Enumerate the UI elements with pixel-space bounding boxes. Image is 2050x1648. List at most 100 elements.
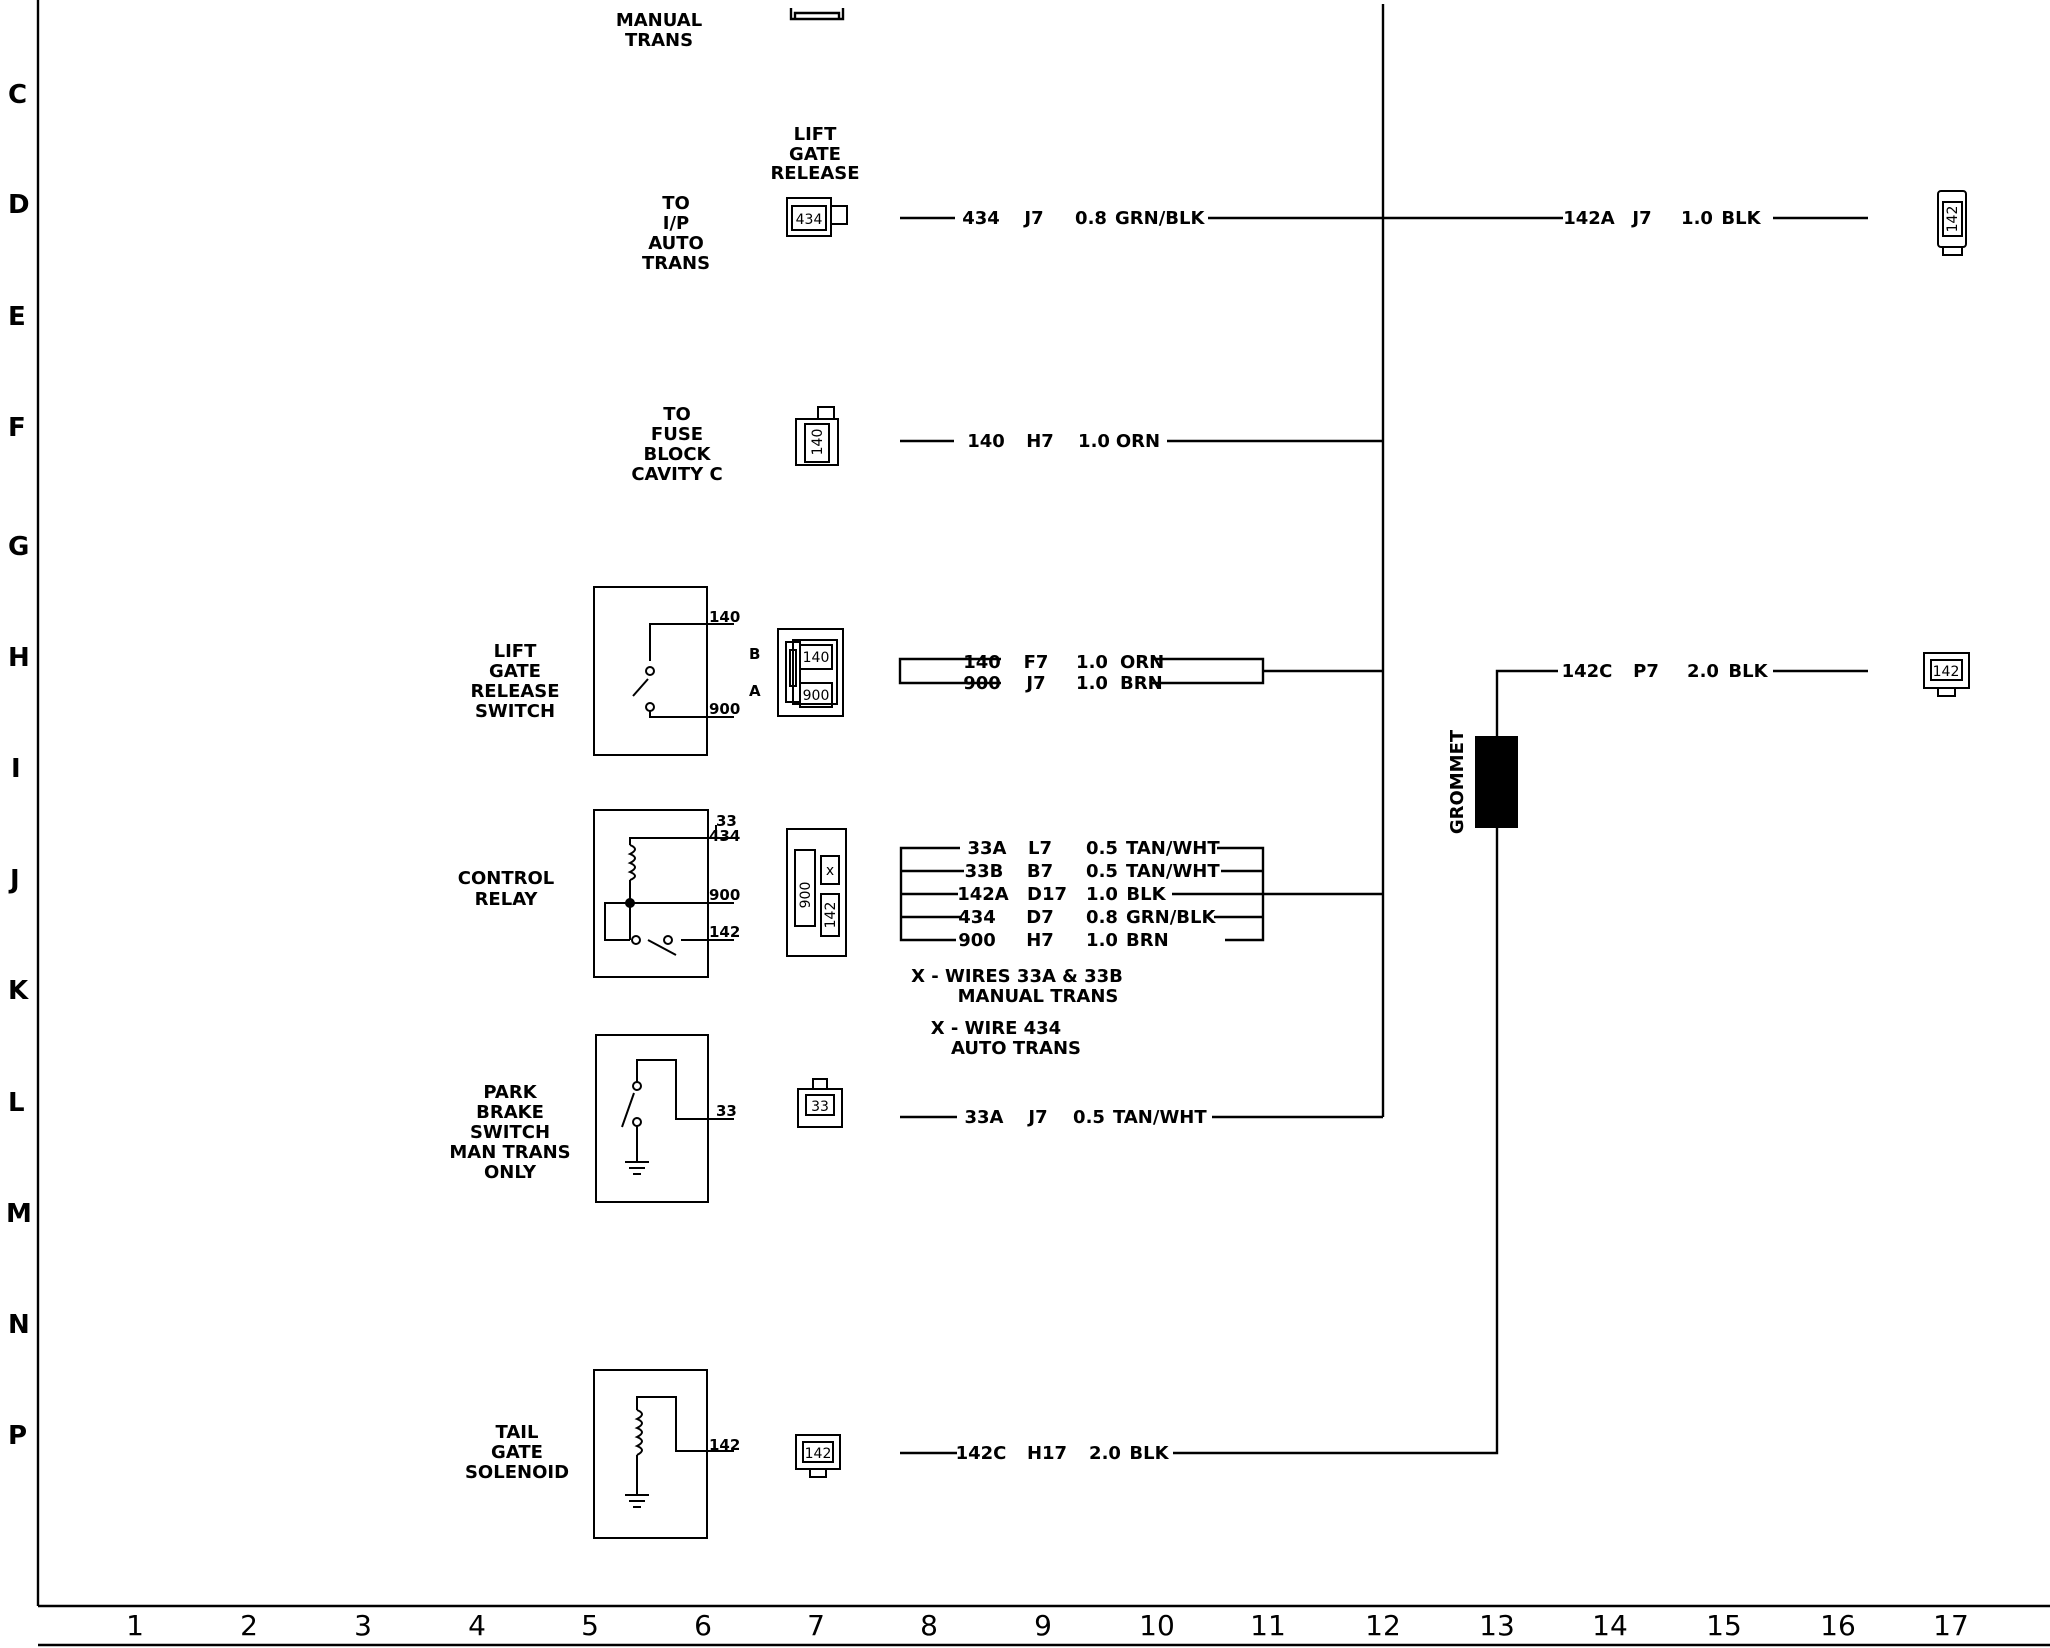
- connector-142-top-right-label: 142: [1945, 206, 1961, 233]
- col-label-2: 2: [240, 1609, 258, 1642]
- wire-142a-d17-gauge: 1.0: [1086, 884, 1118, 905]
- label-xnote1-1: X - WIRES 33A & 33B: [911, 966, 1123, 987]
- switch-harness-bracket: [898, 657, 1383, 685]
- wire-434-location: J7: [1022, 208, 1043, 229]
- wire-900-h7-location: H7: [1026, 930, 1054, 951]
- row-label-f: F: [8, 413, 26, 443]
- wire-140-circuit: 140: [967, 431, 1005, 452]
- label-to-ip-2: I/P: [663, 213, 689, 234]
- wire-33a-l7-circuit: 33A: [968, 838, 1007, 859]
- label-lift-gate-release-1: LIFT: [794, 124, 837, 145]
- label-park-4: MAN TRANS: [449, 1142, 570, 1163]
- row-label-e: E: [8, 302, 26, 332]
- col-label-5: 5: [581, 1609, 599, 1642]
- label-manual-trans-2: TRANS: [625, 30, 693, 51]
- col-label-10: 10: [1139, 1609, 1175, 1642]
- wire-434-d7-color: GRN/BLK: [1126, 907, 1216, 928]
- row-label-g: G: [8, 532, 29, 562]
- wire-142c-p7-circuit: 142C: [1562, 661, 1613, 682]
- label-relay-1: CONTROL: [458, 868, 555, 889]
- wire-434-color: GRN/BLK: [1115, 208, 1205, 229]
- wire-142a-circuit: 142A: [1563, 208, 1615, 229]
- col-label-9: 9: [1034, 1609, 1052, 1642]
- connector-switch-pin-900: 900: [803, 688, 830, 704]
- connector-142-top-right: [1937, 190, 1967, 256]
- wire-142c-right: [1173, 669, 1558, 1455]
- wire-434-d7-gauge: 0.8: [1086, 907, 1118, 928]
- park-brake-switch: [595, 1034, 734, 1203]
- wire-140-gauge: 1.0: [1078, 431, 1110, 452]
- label-tail-1: TAIL: [496, 1422, 539, 1443]
- label-switch-3: RELEASE: [470, 681, 559, 702]
- row-label-h: H: [8, 643, 30, 673]
- wire-33b-b7-circuit: 33B: [965, 861, 1004, 882]
- col-label-7: 7: [807, 1609, 825, 1642]
- col-label-4: 4: [468, 1609, 486, 1642]
- wire-142a-color: BLK: [1721, 208, 1761, 229]
- wire-900-j7-circuit: 900: [963, 673, 1001, 694]
- connector-relay-pin-142: 142: [823, 902, 839, 929]
- row-label-k: K: [8, 976, 29, 1006]
- wire-900-h7-color: BRN: [1126, 930, 1169, 951]
- pin-relay-33: 33: [716, 812, 737, 830]
- wire-142c-h17-location: H17: [1027, 1443, 1067, 1464]
- wire-900-h7-gauge: 1.0: [1086, 930, 1118, 951]
- wire-142c-h17-gauge: 2.0: [1089, 1443, 1121, 1464]
- connector-434: [786, 197, 848, 237]
- wire-434-d7-circuit: 434: [958, 907, 996, 928]
- pin-relay-900: 900: [709, 886, 740, 904]
- label-park-2: BRAKE: [476, 1102, 544, 1123]
- col-label-12: 12: [1365, 1609, 1401, 1642]
- label-relay-2: RELAY: [475, 889, 539, 910]
- wire-140-f7-color: ORN: [1120, 652, 1164, 673]
- connector-142-tail-label: 142: [805, 1446, 832, 1462]
- col-label-11: 11: [1250, 1609, 1286, 1642]
- col-label-17: 17: [1933, 1609, 1969, 1642]
- wire-33a-l7-color: TAN/WHT: [1126, 838, 1220, 859]
- wire-142c-h17-circuit: 142C: [956, 1443, 1007, 1464]
- col-label-16: 16: [1820, 1609, 1856, 1642]
- wire-142c-p7-color: BLK: [1728, 661, 1768, 682]
- label-xnote2-2: AUTO TRANS: [951, 1038, 1081, 1059]
- wire-142c-p7-location: P7: [1633, 661, 1659, 682]
- wire-140-f7-circuit: 140: [963, 652, 1001, 673]
- relay-harness-bracket: [899, 846, 1383, 942]
- row-label-c: C: [8, 80, 27, 110]
- label-fuse-block-3: BLOCK: [643, 444, 711, 465]
- connector-142-tail: [795, 1434, 841, 1478]
- label-tail-2: GATE: [491, 1442, 543, 1463]
- label-fuse-block-4: CAVITY C: [631, 464, 722, 485]
- col-label-13: 13: [1479, 1609, 1515, 1642]
- connector-33-label: 33: [811, 1099, 829, 1115]
- wire-33a-j7-location: J7: [1026, 1107, 1047, 1128]
- wire-140-f7-location: F7: [1024, 652, 1049, 673]
- label-manual-trans-1: MANUAL: [616, 10, 702, 31]
- label-switch-1: LIFT: [494, 641, 537, 662]
- tail-gate-solenoid: [593, 1369, 734, 1539]
- wire-142a-d17-circuit: 142A: [957, 884, 1009, 905]
- label-switch-2: GATE: [489, 661, 541, 682]
- label-to-ip-3: AUTO: [648, 233, 704, 254]
- grommet-label: GROMMET: [1447, 729, 1468, 834]
- col-label-1: 1: [126, 1609, 144, 1642]
- wire-33a-l7-gauge: 0.5: [1086, 838, 1118, 859]
- label-xnote1-2: MANUAL TRANS: [958, 986, 1119, 1007]
- row-label-n: N: [8, 1310, 30, 1340]
- pin-relay-434: 434: [709, 827, 740, 845]
- label-fuse-block-2: FUSE: [651, 424, 703, 445]
- connector-relay-pin-900: 900: [798, 882, 814, 909]
- wire-142c-h17-color: BLK: [1129, 1443, 1169, 1464]
- wire-140-location: H7: [1026, 431, 1054, 452]
- connector-434-label: 434: [796, 212, 823, 228]
- label-lift-gate-release-2: GATE: [789, 144, 841, 165]
- col-label-6: 6: [694, 1609, 712, 1642]
- control-relay: [593, 809, 734, 978]
- wire-900-j7-location: J7: [1024, 673, 1045, 694]
- wire-142a-location: J7: [1630, 208, 1651, 229]
- col-label-8: 8: [920, 1609, 938, 1642]
- connector-switch-pin-140: 140: [803, 650, 830, 666]
- row-label-m: M: [6, 1199, 32, 1229]
- row-label-p: P: [8, 1421, 27, 1451]
- connector-relay: [786, 828, 847, 957]
